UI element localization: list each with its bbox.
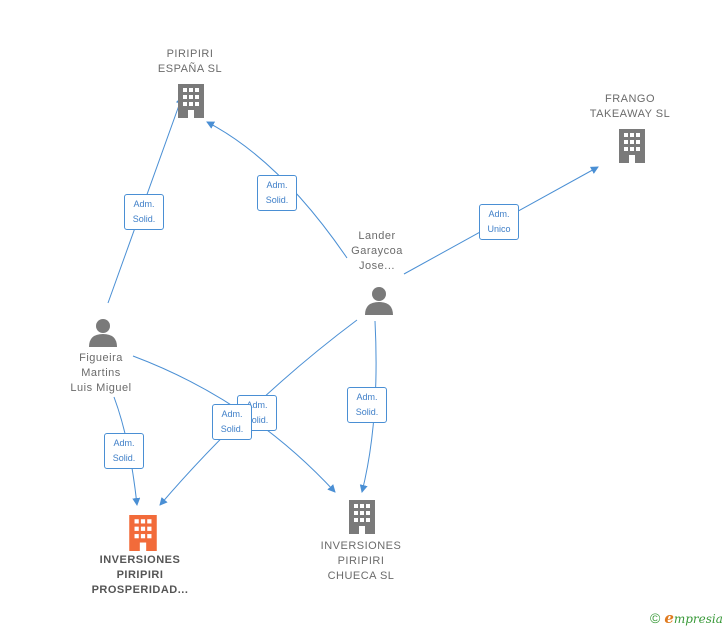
node-label-line: PROSPERIDAD... [91,584,189,596]
node-label-inversiones-chueca[interactable]: INVERSIONES PIRIPIRI CHUECA SL [301,539,421,584]
node-label-line: INVERSIONES [99,554,181,566]
building-icon[interactable] [176,84,206,118]
node-label-line: FRANGO [604,93,656,105]
brand-logo[interactable]: empresia [664,609,723,627]
edge-label-role: Adm. [113,438,135,448]
edge-label-type: Solid. [355,407,379,417]
edge-label-type: Solid. [265,195,289,205]
copyright-icon: © [650,610,661,626]
edge-label-role: Adm. [488,209,510,219]
edge-label-role: Adm. [356,392,378,402]
edge-label-lander-inversiones-chueca[interactable]: Adm. Solid. [347,387,387,423]
edge-label-figueira-inversiones-prosperidad[interactable]: Adm. Solid. [104,433,144,469]
node-label-frango[interactable]: FRANGO TAKEAWAY SL [570,92,690,122]
node-label-line: Jose... [359,260,395,272]
brand-logo-text: mpresia [673,612,723,626]
edge-label-type: Solid. [245,415,269,425]
edge-label-type: Unico [487,224,511,234]
edge-label-figueira-piripiri-espana[interactable]: Adm. Solid. [124,194,164,230]
node-label-line: ESPAÑA SL [157,63,223,75]
edge-label-role: Adm. [221,409,243,419]
node-label-line: PIRIPIRI [116,569,164,581]
edge-label-role: Adm. [266,180,288,190]
node-label-figueira[interactable]: Figueira Martins Luis Miguel [51,351,151,396]
edge-label-type: Solid. [220,424,244,434]
edge-label-lander-frango[interactable]: Adm. Unico [479,204,519,240]
brand-logo-initial: e [664,609,674,627]
node-label-line: Luis Miguel [70,382,132,394]
node-label-inversiones-prosperidad[interactable]: INVERSIONES PIRIPIRI PROSPERIDAD... [75,553,205,598]
node-label-line: PIRIPIRI [337,555,385,567]
edge-label-type: Solid. [132,214,156,224]
building-icon[interactable] [127,515,159,551]
node-label-line: Lander [358,230,396,242]
building-icon[interactable] [347,500,377,534]
edge-label-role: Adm. [246,400,268,410]
node-label-line: CHUECA SL [327,570,395,582]
brand-footer: © empresia [650,608,723,628]
person-icon[interactable] [364,285,394,315]
edge-label-role: Adm. [133,199,155,209]
edge-label-lander-piripiri-espana[interactable]: Adm. Solid. [257,175,297,211]
node-label-line: INVERSIONES [320,540,402,552]
person-icon[interactable] [88,317,118,347]
node-label-piripiri-espana[interactable]: PIRIPIRI ESPAÑA SL [130,47,250,77]
node-label-lander[interactable]: Lander Garaycoa Jose... [327,229,427,274]
node-label-line: Martins [81,367,121,379]
node-label-line: Figueira [79,352,123,364]
edge-label-figueira-inversiones-chueca[interactable]: Adm. Solid. [212,404,252,440]
node-label-line: Garaycoa [351,245,403,257]
building-icon[interactable] [617,129,647,163]
node-label-line: PIRIPIRI [166,48,214,60]
node-label-line: TAKEAWAY SL [589,108,671,120]
edge-label-type: Solid. [112,453,136,463]
